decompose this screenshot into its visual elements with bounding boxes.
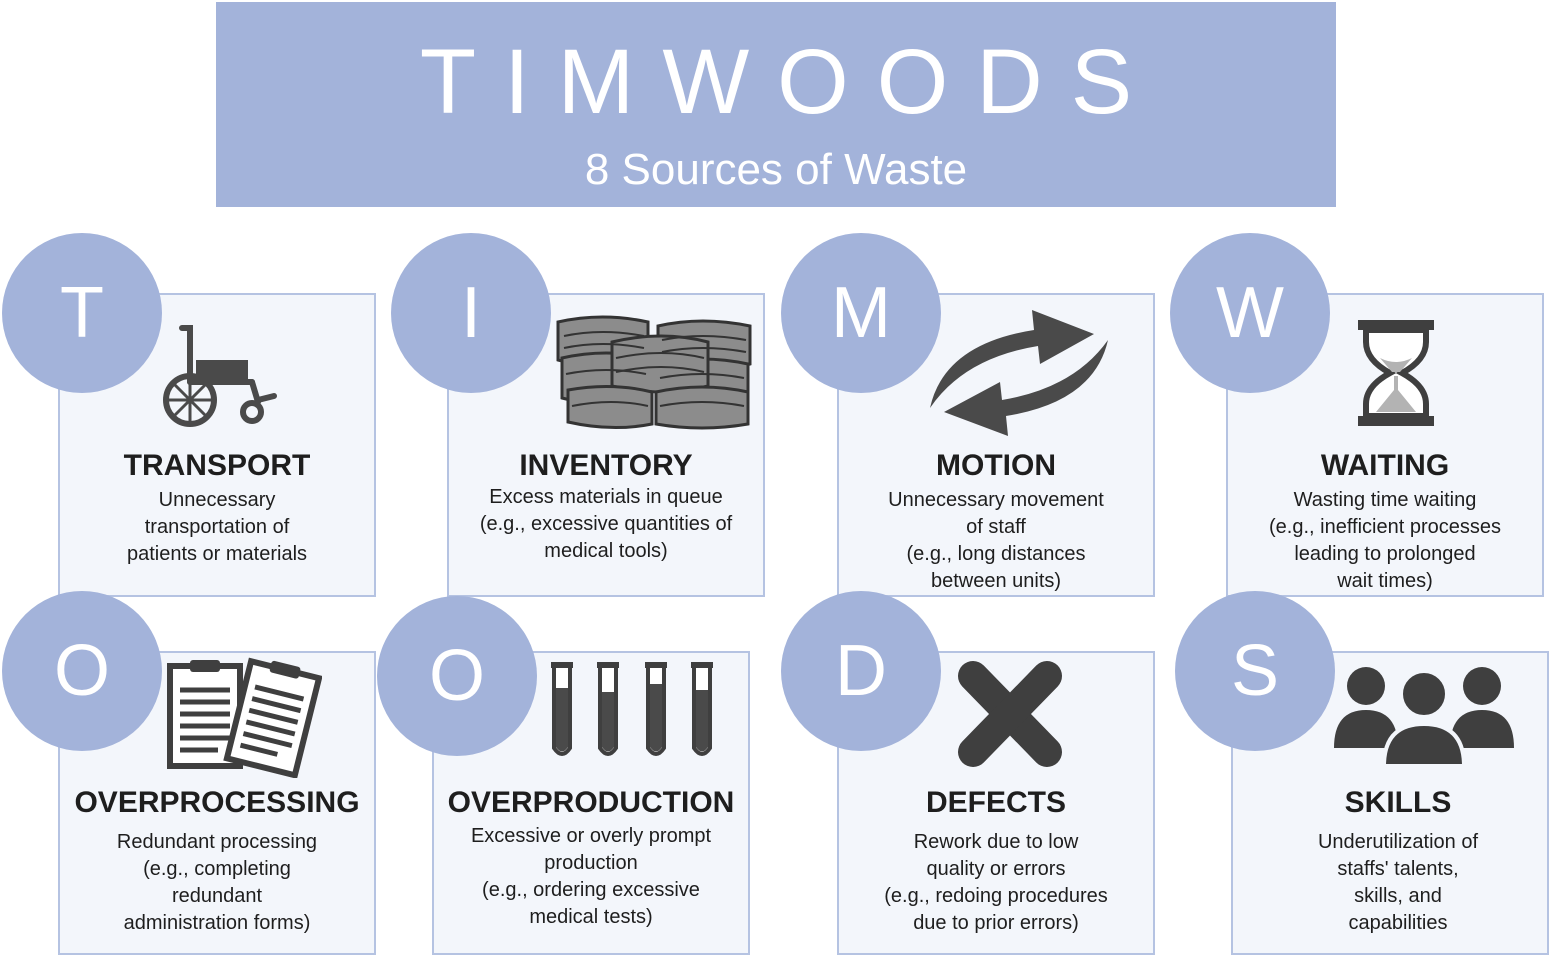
card-desc-overprocessing: Redundant processing (e.g., completing r… [116,831,318,934]
card-title-defects: DEFECTS [925,786,1066,819]
letter-circle-w: W [1170,233,1330,393]
letter-circle-m: M [781,233,941,393]
card-desc-inventory: Excess materials in queue (e.g., excessi… [479,486,733,562]
clipboards-icon [162,656,323,779]
people-group-icon [1334,662,1514,768]
card-title-waiting: WAITING [1320,449,1450,482]
letter-circle-t: T [2,233,162,393]
card-desc-defects: Rework due to low quality or errors (e.g… [884,831,1108,934]
card-title-overproduction: OVERPRODUCTION [447,786,735,819]
page-title: TIMWOODS [419,31,1161,133]
wheelchair-icon [160,320,280,430]
stacked-masks-icon [552,312,758,432]
hourglass-icon [1356,320,1436,426]
card-title-skills: SKILLS [1344,786,1452,819]
cycle-arrows-icon [924,304,1114,440]
card-desc-skills: Underutilization of staffs' talents, ski… [1317,831,1479,934]
card-desc-overproduction: Excessive or overly prompt production (e… [470,825,712,928]
card-desc-motion: Unnecessary movement of staff (e.g., lon… [888,489,1104,592]
letter-circle-i: I [391,233,551,393]
letter-circle-o-overproduction: O [377,596,537,756]
x-mark-icon [955,660,1065,768]
card-desc-transport: Unnecessary transportation of patients o… [126,489,308,565]
letter-circle-o-overprocessing: O [2,591,162,751]
card-title-inventory: INVENTORY [519,449,693,482]
letter-circle-d: D [781,591,941,751]
card-desc-waiting: Wasting time waiting (e.g., inefficient … [1269,489,1501,592]
card-title-overprocessing: OVERPROCESSING [74,786,360,819]
letter-circle-s: S [1175,591,1335,751]
test-tubes-icon [548,662,720,762]
card-title-transport: TRANSPORT [123,449,311,482]
title-banner: TIMWOODS 8 Sources of Waste [216,2,1336,207]
card-title-motion: MOTION [936,449,1056,482]
page-subtitle: 8 Sources of Waste [584,145,968,194]
